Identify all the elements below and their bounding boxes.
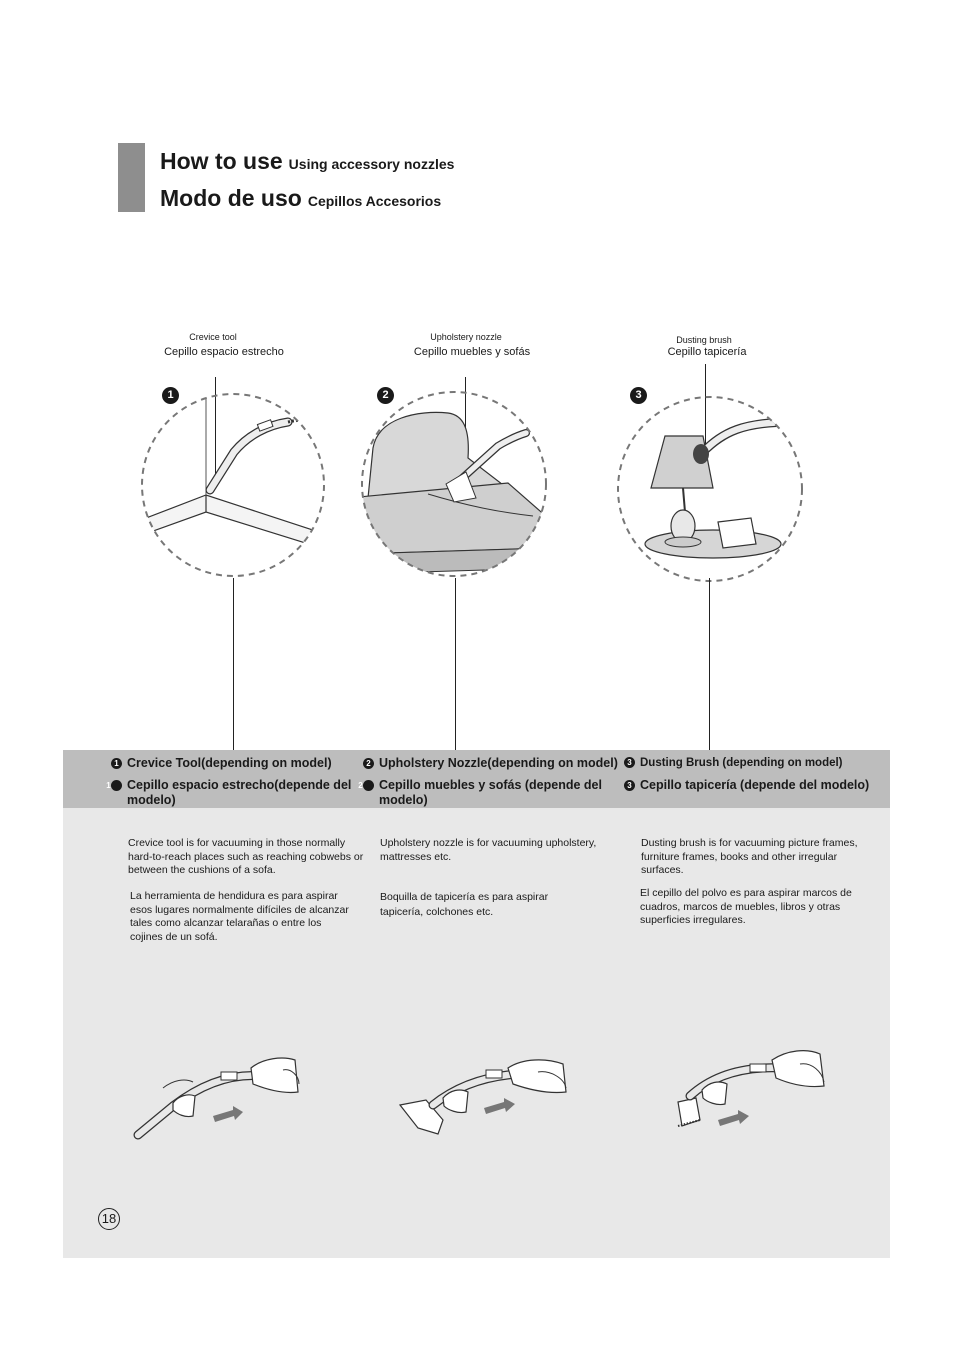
heading-number-1: 1 <box>111 758 122 769</box>
number-badge-2: 2 <box>377 387 394 404</box>
title-en-line: How to use Using accessory nozzles <box>160 148 454 175</box>
caption-crevice-es: Cepillo espacio estrecho <box>164 346 284 358</box>
caption-dusting-es: Cepillo tapicería <box>667 346 747 358</box>
page-subtitle-en: Using accessory nozzles <box>288 156 455 172</box>
leader-line-crevice-top <box>215 377 216 477</box>
caption-upholstery-es: Cepillo muebles y sofás <box>413 346 531 358</box>
page-subtitle-es: Cepillos Accesorios <box>307 193 442 209</box>
desc-upholstery-en: Upholstery nozzle is for vacuuming uphol… <box>380 837 597 863</box>
desc-upholstery-es: Boquilla de tapicería es para aspirar ta… <box>380 891 549 918</box>
leader-line-upholstery-bottom <box>455 578 456 750</box>
desc-dusting-en: Dusting brush is for vacuuming picture f… <box>641 837 858 876</box>
caption-dusting-en: Dusting brush <box>676 335 732 345</box>
caption-upholstery-en: Upholstery nozzle <box>430 332 502 342</box>
page-number: 18 <box>98 1208 120 1230</box>
leader-line-crevice-bottom <box>233 578 234 750</box>
dusting-brush-usage-illustration <box>677 1050 825 1127</box>
number-badge-1: 1 <box>162 387 179 404</box>
dusting-brush-illustration <box>617 396 803 582</box>
crevice-tool-illustration <box>141 393 325 577</box>
content-area <box>63 808 890 1258</box>
leader-line-dusting-bottom <box>709 578 710 750</box>
upholstery-nozzle-usage-illustration <box>398 1059 567 1135</box>
page-title-es: Modo de uso <box>160 185 302 211</box>
column-header-band <box>63 750 890 808</box>
upholstery-nozzle-illustration <box>361 391 547 577</box>
title-es-line: Modo de uso Cepillos Accesorios <box>160 185 441 212</box>
page-title-en: How to use <box>160 148 283 174</box>
heading-number-3: 3 <box>624 757 635 768</box>
number-badge-3: 3 <box>630 387 647 404</box>
heading-number-2: 2 <box>363 758 374 769</box>
crevice-tool-usage-illustration <box>133 1057 300 1140</box>
caption-crevice-en: Crevice tool <box>189 332 237 342</box>
leader-line-dusting-top <box>705 364 706 454</box>
desc-crevice-es: La herramienta de hendidura es para aspi… <box>130 890 349 943</box>
desc-crevice-en: Crevice tool is for vacuuming in those n… <box>128 837 364 876</box>
title-accent-bar <box>118 143 145 212</box>
desc-dusting-es: El cepillo del polvo es para aspirar mar… <box>640 887 852 926</box>
